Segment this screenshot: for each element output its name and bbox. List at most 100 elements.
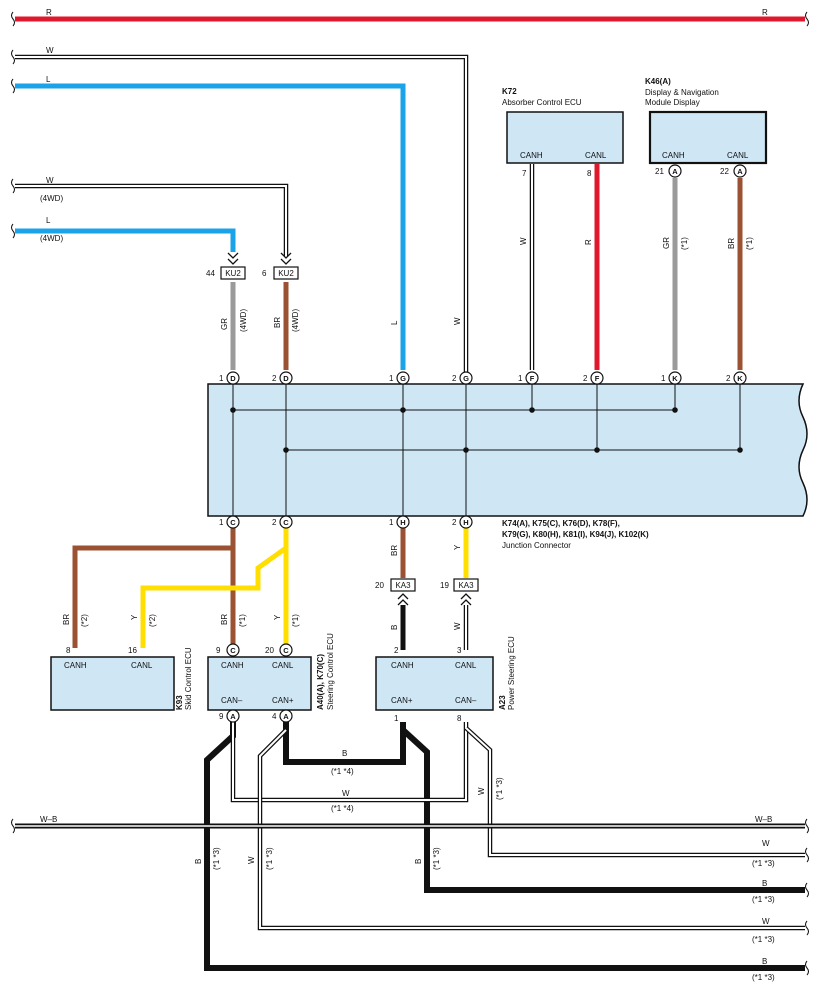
wire-or-pin-label: BR xyxy=(62,614,71,625)
wire-w-right-loop-inner xyxy=(465,727,805,856)
wire-or-pin-label: 7 xyxy=(522,169,527,178)
wire-or-pin-label: KU2 xyxy=(278,269,294,278)
wire-or-pin-label: R xyxy=(584,239,593,245)
wire-or-pin-label: (*1 *3) xyxy=(752,895,775,904)
wire-or-pin-label: BR xyxy=(273,317,282,328)
wire-or-pin-label: 4 xyxy=(272,712,277,721)
wire-or-pin-label: D xyxy=(230,374,236,383)
wire-or-pin-label: W xyxy=(453,622,462,630)
wire-or-pin-label: 1 xyxy=(219,518,224,527)
wire-or-pin-label: W xyxy=(762,839,770,848)
wire-or-pin-label: 9 xyxy=(216,646,221,655)
wire-or-pin-label: 9 xyxy=(219,712,224,721)
wire-or-pin-label: K72 xyxy=(502,87,517,96)
wire-or-pin-label: L xyxy=(46,75,51,84)
wire-or-pin-label: 20 xyxy=(375,581,384,590)
wire-or-pin-label: L xyxy=(46,216,51,225)
wire-or-pin-label: 2 xyxy=(452,374,457,383)
wire-or-pin-label: 2 xyxy=(272,518,277,527)
wire-or-pin-label: 2 xyxy=(583,374,588,383)
wire-w-right-loop-outer xyxy=(464,726,805,858)
wire-or-pin-label: K93 xyxy=(175,695,184,710)
wire-b-left-loop xyxy=(204,722,805,971)
wire-or-pin-label: CANL xyxy=(131,661,153,670)
wire-or-pin-label: W–B xyxy=(755,815,772,824)
wire-or-pin-label: 16 xyxy=(128,646,137,655)
wire-or-pin-label: G xyxy=(463,374,469,383)
wire-or-pin-label: 8 xyxy=(457,714,462,723)
wire-or-pin-label: (*1 *3) xyxy=(432,847,441,870)
wire-l-4wd xyxy=(15,228,236,252)
wire-or-pin-label: W xyxy=(453,317,462,325)
wire-or-pin-label: A xyxy=(230,712,236,721)
wire-or-pin-label: KA3 xyxy=(458,581,474,590)
wire-or-pin-label: CAN– xyxy=(455,696,477,705)
wire-or-pin-label: CANH xyxy=(520,151,543,160)
wire-or-pin-label: D xyxy=(283,374,289,383)
wire-or-pin-label: R xyxy=(46,8,52,17)
wire-or-pin-label: W xyxy=(46,46,54,55)
junction-connector xyxy=(207,383,808,517)
wire-or-pin-label: 19 xyxy=(440,581,449,590)
wire-or-pin-label: (*1 *3) xyxy=(265,847,274,870)
wire-or-pin-label: W–B xyxy=(40,815,57,824)
wire-or-pin-label: C xyxy=(230,646,236,655)
wire-l-top xyxy=(15,83,406,370)
wire-or-pin-label: F xyxy=(595,374,600,383)
k46-display-module: K46(A) Display & Navigation Module Displ… xyxy=(645,77,768,178)
wire-or-pin-label: K46(A) xyxy=(645,77,671,86)
wire-or-pin-label: A23 xyxy=(498,695,507,710)
wire-or-pin-label: 8 xyxy=(66,646,71,655)
wire-or-pin-label: 44 xyxy=(206,269,215,278)
wire-or-pin-label: (*1 *3) xyxy=(752,859,775,868)
wire-or-pin-label: A40(A), K70(C) xyxy=(316,654,325,710)
wire-or-pin-label: B xyxy=(342,749,347,758)
wire-or-pin-label: Y xyxy=(273,614,282,620)
wire-or-pin-label: 1 xyxy=(394,714,399,723)
wire-or-pin-label: Steering Control ECU xyxy=(326,633,335,710)
wire-or-pin-label: K xyxy=(672,374,678,383)
wire-or-pin-label: 1 xyxy=(389,374,394,383)
wire-or-pin-label: (*1) xyxy=(291,614,300,627)
wire-or-pin-label: 1 xyxy=(661,374,666,383)
wire-or-pin-label: L xyxy=(390,320,399,325)
wire-or-pin-label: KU2 xyxy=(225,269,241,278)
wire-y-k93 xyxy=(140,545,288,648)
wire-or-pin-label: Absorber Control ECU xyxy=(502,98,582,107)
wire-or-pin-label: 1 xyxy=(518,374,523,383)
wire-or-pin-label: (*1 *3) xyxy=(495,777,504,800)
wire-or-pin-label: 22 xyxy=(720,167,729,176)
wire-or-pin-label: (4WD) xyxy=(40,194,63,203)
wire-or-pin-label: Junction Connector xyxy=(502,541,571,550)
wire-or-pin-label: A xyxy=(672,167,678,176)
wire-or-pin-label: CAN– xyxy=(221,696,243,705)
wire-or-pin-label: (*2) xyxy=(148,614,157,627)
wire-or-pin-label: (*1 *3) xyxy=(752,935,775,944)
wire-or-pin-label: H xyxy=(463,518,468,527)
k72-absorber-control-ecu: K72 Absorber Control ECU CANH CANL 7 8 xyxy=(502,87,624,178)
wire-or-pin-label: B xyxy=(762,957,767,966)
wire-or-pin-label: GR xyxy=(662,237,671,249)
wire-b-mid xyxy=(283,722,406,765)
wire-or-pin-label: W xyxy=(342,789,350,798)
a23-power-steering-ecu: CANH CANL CAN+ CAN– 2 3 1 8 A23 Power St… xyxy=(375,636,516,723)
wire-or-pin-label: 21 xyxy=(655,167,664,176)
wire-or-pin-label: CANL xyxy=(455,661,477,670)
wire-or-pin-label: C xyxy=(283,646,289,655)
wire-or-pin-label: (*2) xyxy=(80,614,89,627)
wire-or-pin-label: (*1 *3) xyxy=(212,847,221,870)
wire-or-pin-label: Module Display xyxy=(645,98,700,107)
wire-or-pin-label: 1 xyxy=(389,518,394,527)
wire-or-pin-label: GR xyxy=(220,318,229,330)
wire-or-pin-label: F xyxy=(530,374,535,383)
